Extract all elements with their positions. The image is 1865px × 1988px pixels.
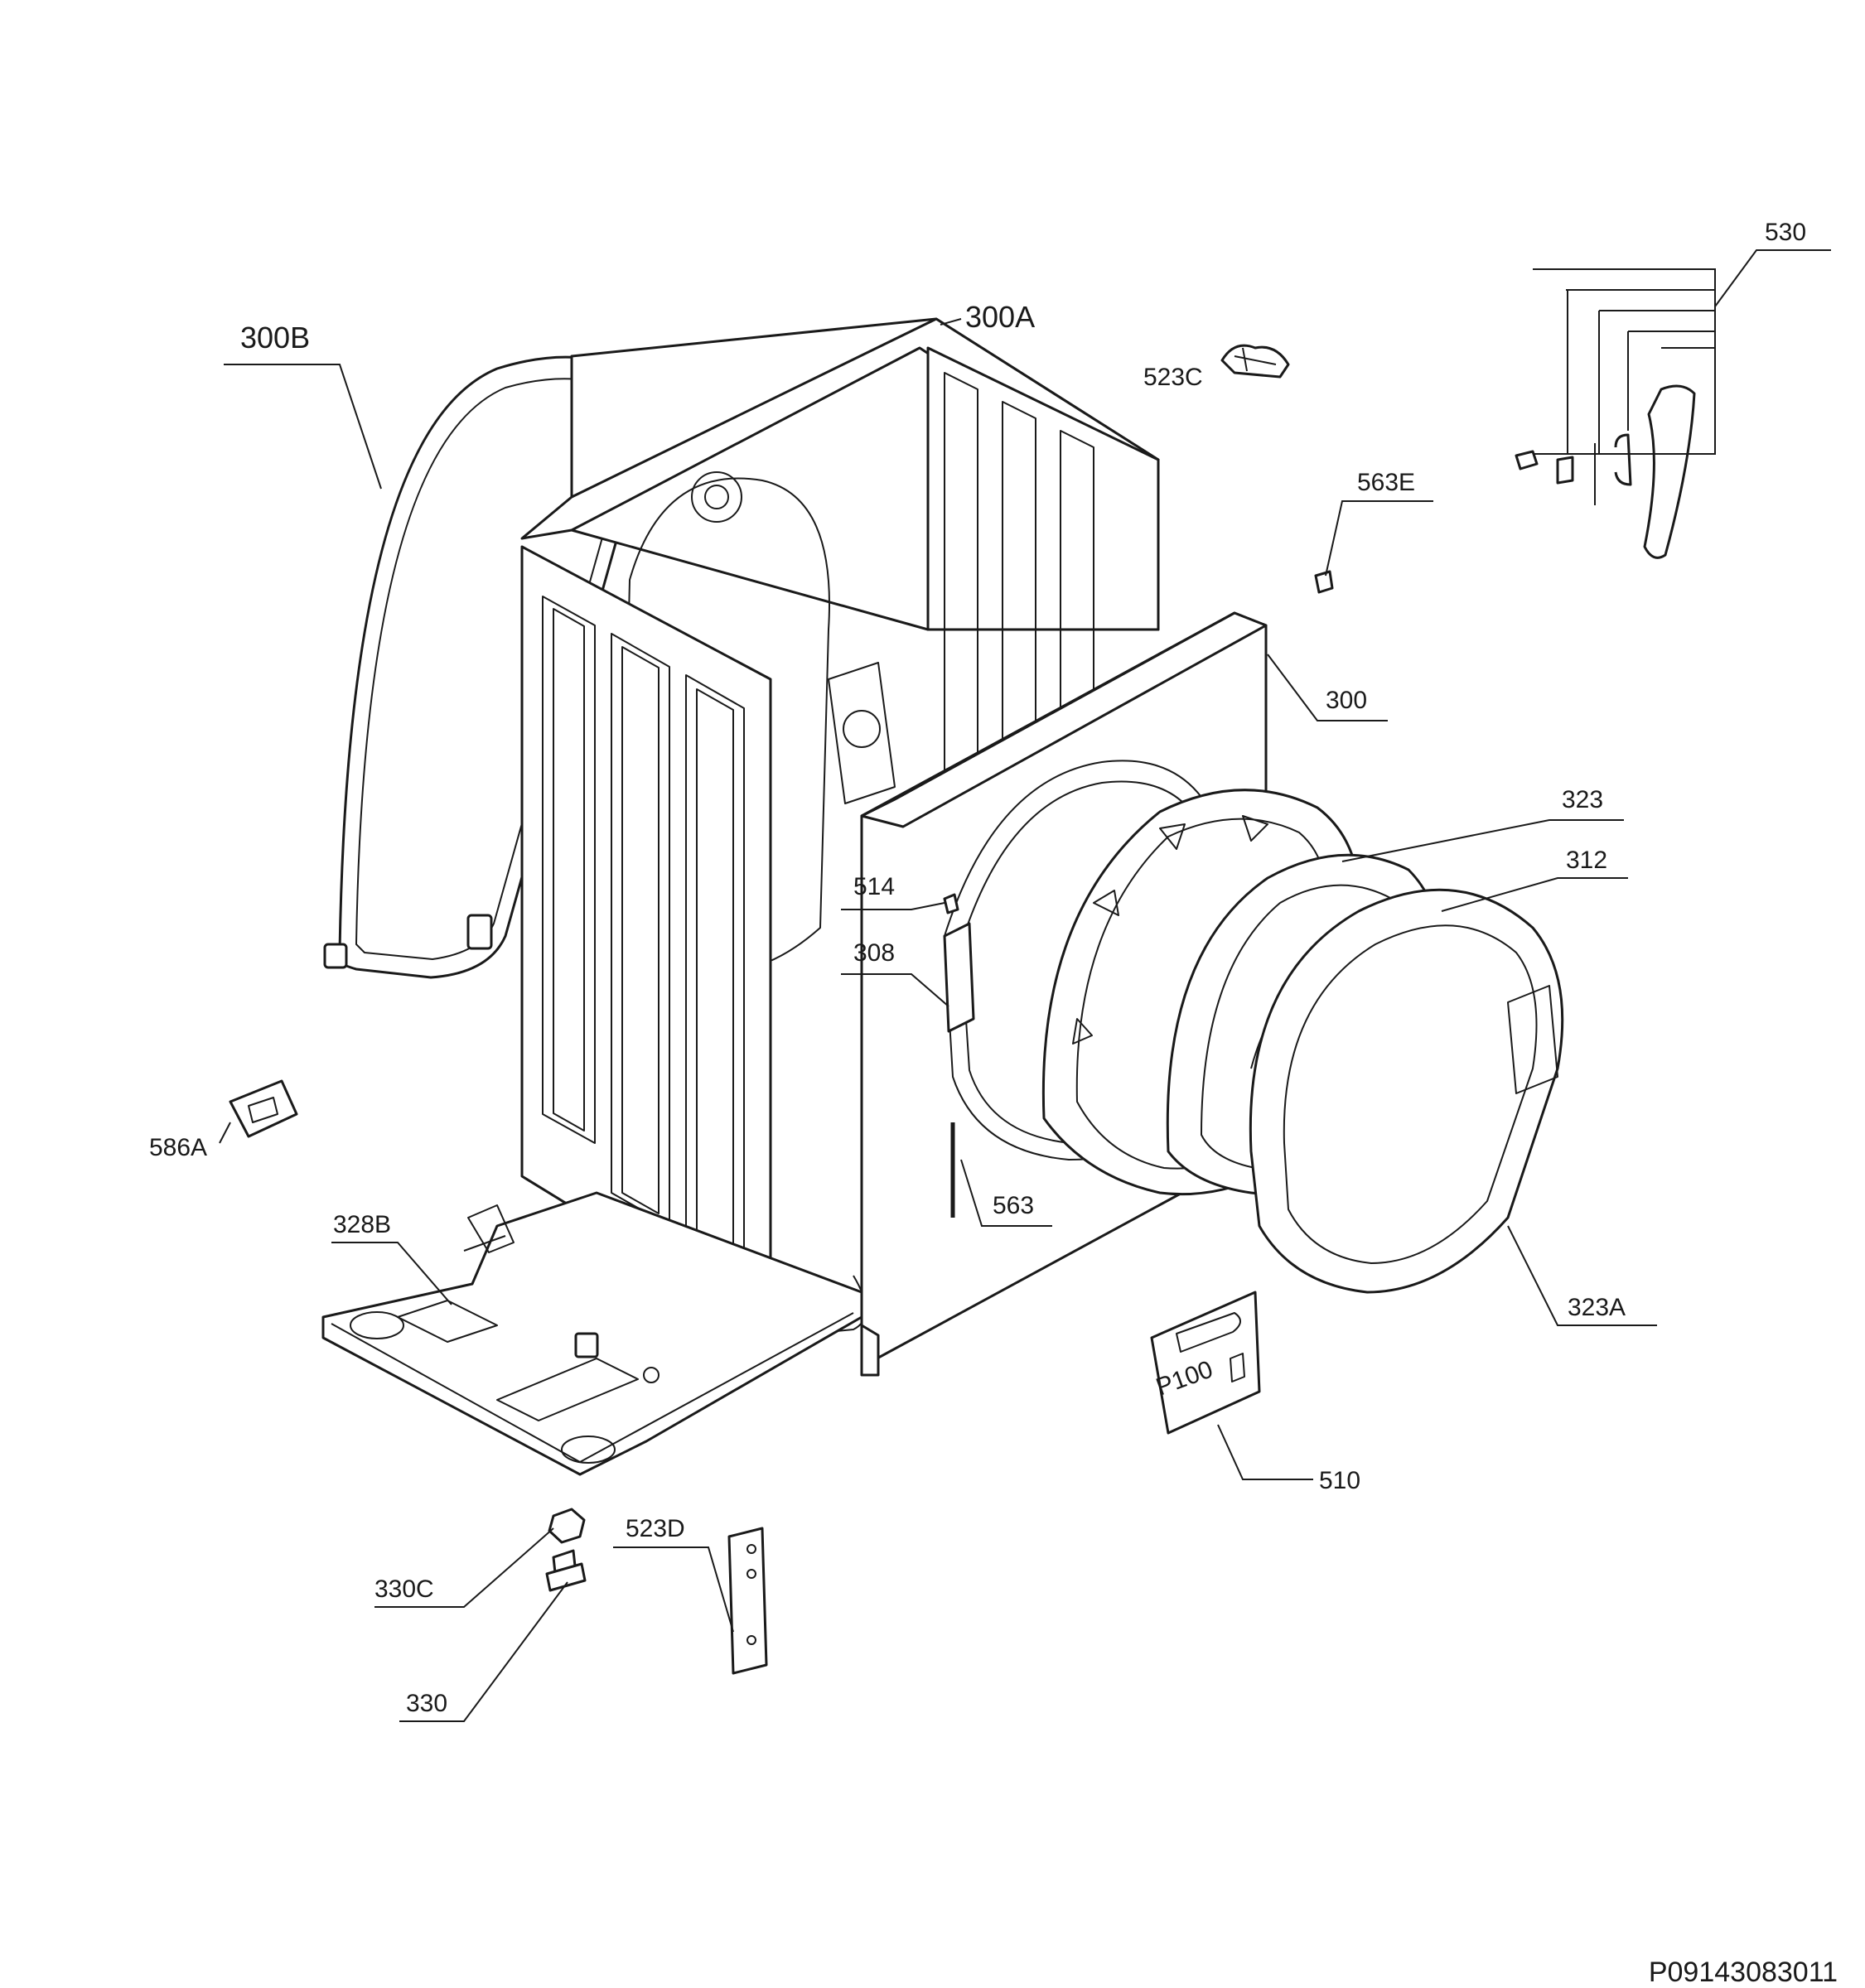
callout-523C: 523C <box>1143 364 1203 391</box>
callout-530: 530 <box>1765 219 1806 246</box>
part-330C-nut <box>548 1508 586 1544</box>
callout-330C: 330C <box>374 1575 434 1603</box>
part-523D-bracket <box>727 1527 768 1675</box>
part-514-screw <box>943 893 959 914</box>
part-328B-base-plate <box>321 1191 863 1476</box>
document-code: P09143083011 <box>1649 1957 1838 1988</box>
part-308-hinge <box>943 922 975 1033</box>
callout-510: 510 <box>1319 1467 1360 1494</box>
part-523C-clip <box>1220 344 1290 379</box>
callout-586A: 586A <box>149 1134 207 1161</box>
callout-323: 323 <box>1562 786 1603 813</box>
part-530-door-handle-set <box>1515 384 1696 559</box>
part-563E-screw <box>1314 570 1334 594</box>
part-586A-switch <box>229 1079 298 1138</box>
callout-300B: 300B <box>240 321 310 355</box>
callout-labels: 300B 300A 523C 530 563E 300 323 312 514 … <box>149 219 1806 1717</box>
callout-523D: 523D <box>626 1515 685 1542</box>
callout-563E: 563E <box>1357 469 1415 496</box>
callout-330: 330 <box>406 1690 447 1717</box>
callout-328B: 328B <box>333 1211 391 1238</box>
part-510-label-plate: P100 <box>1150 1291 1261 1435</box>
callout-563: 563 <box>993 1192 1034 1219</box>
callout-312: 312 <box>1566 847 1607 874</box>
part-300A-cabinet <box>520 317 1160 1343</box>
callout-300A: 300A <box>965 300 1035 334</box>
callout-300: 300 <box>1326 687 1367 714</box>
callout-323A: 323A <box>1568 1294 1626 1321</box>
part-323A-door-outer <box>1249 888 1564 1294</box>
callout-308: 308 <box>853 939 895 967</box>
leader-lines <box>219 249 1831 1722</box>
callout-514: 514 <box>853 873 895 900</box>
part-330-foot <box>545 1549 587 1592</box>
